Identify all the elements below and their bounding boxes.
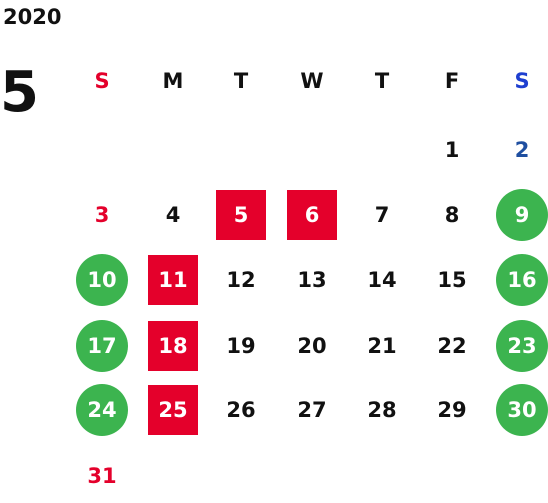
day-cell[interactable]: 12 [226,267,256,292]
day-cell[interactable]: 17 [76,320,128,372]
day-cell[interactable]: 13 [297,267,327,292]
day-cell[interactable]: 9 [496,189,548,241]
day-cell[interactable]: 24 [76,384,128,436]
day-cell[interactable]: 7 [374,202,390,227]
day-cell[interactable]: 10 [76,254,128,306]
day-cell[interactable]: 6 [287,190,337,240]
day-cell[interactable]: 25 [148,385,198,435]
weekday-monday: M [162,68,184,93]
day-cell[interactable]: 16 [496,254,548,306]
day-cell[interactable]: 11 [148,255,198,305]
weekday-thursday: T [374,68,390,93]
day-cell[interactable]: 18 [148,321,198,371]
day-cell[interactable]: 15 [437,267,467,292]
day-cell[interactable]: 2 [514,137,530,162]
day-cell[interactable]: 8 [444,202,460,227]
day-cell[interactable]: 27 [297,397,327,422]
day-cell[interactable]: 5 [216,190,266,240]
day-cell[interactable]: 21 [367,333,397,358]
weekday-wednesday: W [300,68,324,93]
day-cell[interactable]: 26 [226,397,256,422]
day-cell[interactable]: 29 [437,397,467,422]
day-cell[interactable]: 31 [87,463,117,488]
day-cell[interactable]: 14 [367,267,397,292]
day-cell[interactable]: 20 [297,333,327,358]
month-number: 5 [0,60,39,125]
day-cell[interactable]: 4 [165,202,181,227]
day-cell[interactable]: 22 [437,333,467,358]
day-cell[interactable]: 1 [444,137,460,162]
day-cell[interactable]: 28 [367,397,397,422]
weekday-sunday: S [94,68,110,93]
day-cell[interactable]: 23 [496,320,548,372]
day-cell[interactable]: 3 [94,202,110,227]
weekday-tuesday: T [233,68,249,93]
year-label: 2020 [3,5,62,29]
day-cell[interactable]: 19 [226,333,256,358]
weekday-friday: F [444,68,460,93]
weekday-saturday: S [514,68,530,93]
day-cell[interactable]: 30 [496,384,548,436]
